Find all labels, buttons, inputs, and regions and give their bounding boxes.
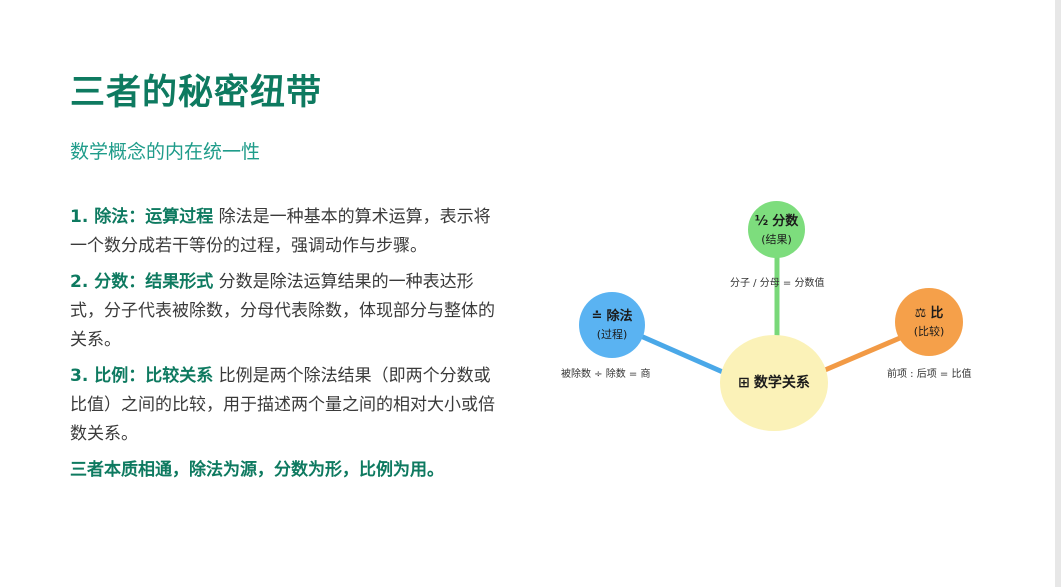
connector-division [640, 334, 728, 376]
point-ratio: 3. 比例：比较关系 比例是两个除法结果（即两个分数或比值）之间的比较，用于描述… [70, 362, 500, 449]
division-icon: ≐ [591, 309, 603, 324]
point-division: 1. 除法：运算过程 除法是一种基本的算术运算，表示将一个数分成若干等份的过程，… [70, 203, 500, 261]
formula-fraction: 分子 / 分母 = 分数值 [730, 278, 825, 289]
window-right-edge [1055, 0, 1061, 587]
node-division-sub: (过程) [596, 328, 628, 341]
diagram-connectors [640, 255, 903, 376]
formula-division: 被除数 ÷ 除数 = 商 [561, 369, 651, 380]
formula-ratio: 前项 : 后项 = 比值 [887, 369, 972, 380]
point-text: 除法是一种基本的算术运算，表示将一个数分成若干等份的过程，强调动作与步骤。 [70, 207, 491, 256]
connector-ratio [822, 335, 903, 373]
point-label: 1. 除法：运算过程 [70, 207, 214, 227]
point-text: 比例是两个除法结果（即两个分数或比值）之间的比较，用于描述两个量之间的相对大小或… [70, 366, 495, 444]
node-center: ⊞数学关系 [720, 335, 828, 431]
balance-scale-icon: ⚖ [914, 306, 927, 321]
point-label: 2. 分数：结果形式 [70, 272, 214, 292]
node-center-title: 数学关系 [753, 374, 810, 391]
point-label: 3. 比例：比较关系 [70, 366, 214, 386]
point-fraction: 2. 分数：结果形式 分数是除法运算结果的一种表达形式，分子代表被除数，分母代表… [70, 268, 500, 355]
summary-text: 三者本质相通，除法为源，分数为形，比例为用。 [70, 460, 444, 480]
node-division: ≐除法 (过程) [579, 292, 645, 358]
node-fraction-sub: (结果) [761, 232, 792, 246]
node-ratio-title: 比 [930, 306, 944, 321]
node-fraction-title: 分数 [772, 213, 799, 229]
fraction-icon: ½ [754, 213, 769, 229]
content-text: 1. 除法：运算过程 除法是一种基本的算术运算，表示将一个数分成若干等份的过程，… [70, 203, 500, 502]
node-ratio-sub: (比较) [913, 325, 945, 338]
calculator-icon: ⊞ [738, 374, 750, 391]
node-ratio: ⚖比 (比较) [895, 288, 963, 356]
node-division-title: 除法 [606, 309, 633, 324]
page-title: 三者的秘密纽带 [70, 73, 323, 113]
point-text: 分数是除法运算结果的一种表达形式，分子代表被除数，分母代表除数，体现部分与整体的… [70, 272, 495, 350]
page-subtitle: 数学概念的内在统一性 [70, 141, 261, 163]
